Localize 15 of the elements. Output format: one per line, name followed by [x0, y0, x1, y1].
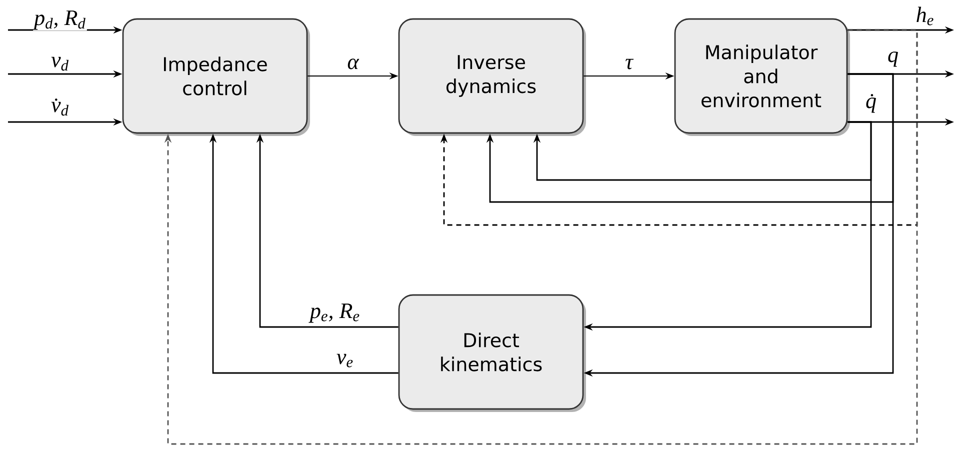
edge-label: q̇: [866, 94, 876, 113]
edge-label: p$_{e}$, R$_{e}$: [308, 304, 360, 323]
process-box: Direct kinematics: [398, 294, 586, 412]
edge-label: v̇$_{d}$: [51, 98, 69, 116]
edge-label: q: [888, 52, 898, 67]
process-box: Manipulator and environment: [674, 18, 850, 136]
edge-label: τ: [626, 58, 634, 70]
edge-label: h$_{e}$: [916, 6, 934, 26]
edge-label: v$_{d}$: [51, 56, 69, 71]
process-box: Impedance control: [122, 18, 310, 136]
process-box: Inverse dynamics: [398, 18, 586, 136]
edge-label: p$_{d}$, R$_{d}$: [32, 10, 86, 30]
edge-label: α: [348, 58, 360, 70]
arrow: [164, 29, 918, 445]
edge-label: v$_{e}$: [336, 354, 353, 368]
